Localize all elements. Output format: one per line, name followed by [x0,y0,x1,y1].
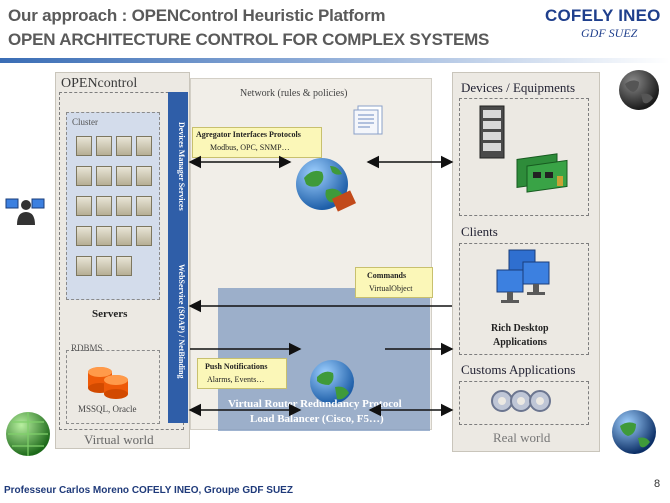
virtual-world-label: Virtual world [84,432,154,447]
cofely-logo: COFELY INEO GDF SUEZ [545,6,663,46]
customs-box [459,381,589,425]
server-icon [96,136,112,156]
aggregator-callout [192,127,322,158]
globe-icon [619,70,659,110]
opencontrol-title: OPENcontrol [61,76,138,91]
server-icon [96,226,112,246]
server-icon [136,166,152,186]
logo-sub-text: GDF SUEZ [581,26,638,40]
server-icon [116,136,132,156]
network-label: Network (rules & policies) [240,88,348,99]
circuit-board-icon [516,153,568,193]
rdbms-label: RDBMS [71,343,103,353]
rdbms-box [66,350,160,424]
devices-manager-services-label: Devices Manager Services [177,122,186,211]
server-icon [76,256,92,276]
header-divider [0,58,670,63]
commands-callout [355,267,433,298]
server-icon [116,196,132,216]
server-icon [116,256,132,276]
page-title: Our approach : OPENControl Heuristic Pla… [8,6,386,25]
server-icon [76,136,92,156]
globe-icon [310,360,354,404]
push-sub: Alarms, Events… [207,375,265,384]
globe-icon [612,410,656,454]
globe-icon [296,158,357,212]
server-icon [96,256,112,276]
server-icon [116,166,132,186]
footer-author: Professeur Carlos Moreno COFELY INEO, Gr… [4,485,293,496]
cluster-label: Cluster [72,117,98,127]
people-icon [5,198,45,225]
rich-desktop-label: Rich Desktop [491,323,549,334]
document-icon [353,105,383,135]
server-icon [76,166,92,186]
server-icon [76,226,92,246]
aggregator-protocols: Modbus, OPC, SNMP… [210,143,290,152]
clients-box [459,243,589,355]
server-icon [116,226,132,246]
page-number: 8 [654,478,661,490]
gear-icon [491,390,551,412]
server-icon [96,196,112,216]
logo-main-text: COFELY INEO [545,6,661,25]
commands-sub: VirtualObject [369,284,413,293]
globe-icon [6,412,50,456]
server-icon [136,196,152,216]
server-icon [136,136,152,156]
services-bar: Devices Manager Services WebService (SOA… [168,92,188,423]
page-subtitle: OPEN ARCHITECTURE CONTROL FOR COMPLEX SY… [8,30,490,49]
devices-box [459,98,589,216]
push-callout [197,358,287,389]
aggregator-title: Agregator Interfaces Protocols [196,130,301,139]
push-title: Push Notifications [205,362,268,371]
db-vendors-label: MSSQL, Oracle [78,404,137,414]
database-icon [88,367,128,399]
commands-title: Commands [367,271,407,280]
clients-title: Clients [461,224,498,239]
server-icon [76,196,92,216]
monitor-icon [496,249,550,303]
server-icon [96,166,112,186]
server-rack-icon [479,105,505,159]
customs-applications-title: Customs Applications [461,362,576,377]
server-grid [76,136,154,286]
applications-label: Applications [493,337,547,348]
server-icon [136,226,152,246]
devices-title: Devices / Equipments [461,80,576,95]
real-world-label: Real world [493,430,551,445]
servers-label: Servers [92,308,128,320]
webservice-label: WebService (SOAP) / NetBinding [177,264,186,379]
